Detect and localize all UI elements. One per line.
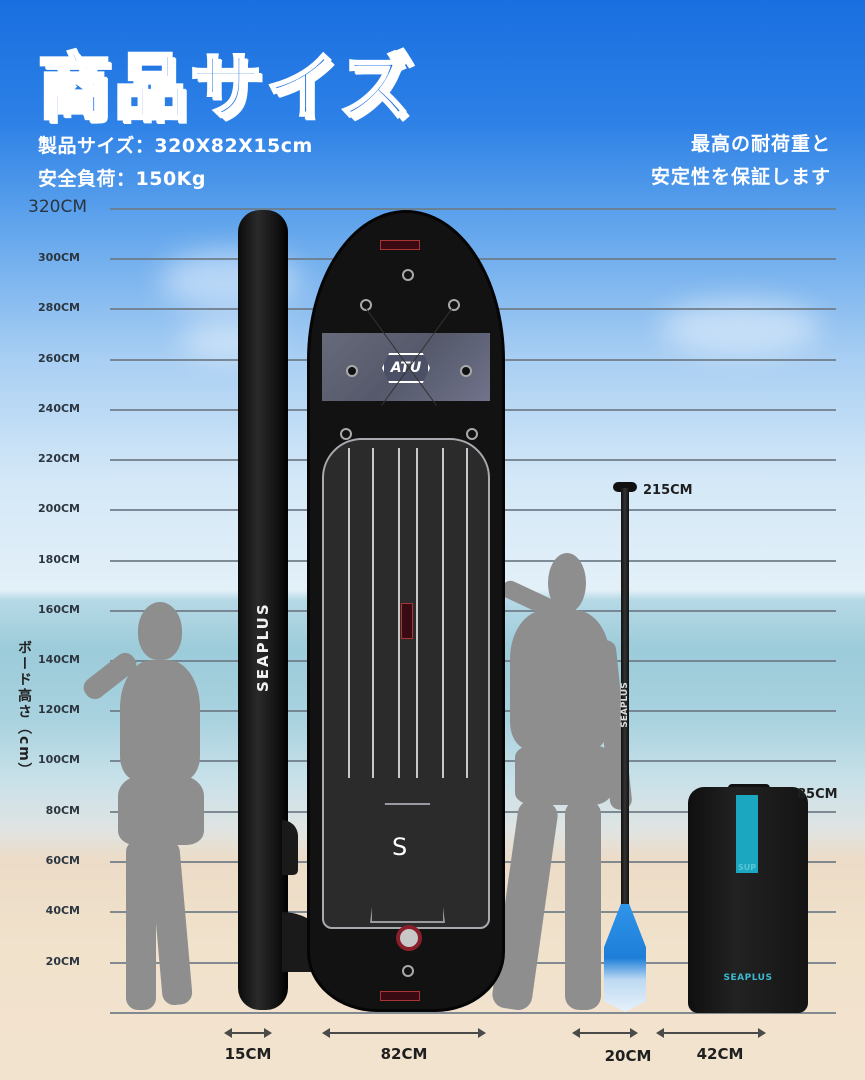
axis-title: ボード高さ（cm） <box>16 640 32 779</box>
tick-label: 40CM <box>45 904 80 917</box>
board-top-view: ATU S <box>307 210 505 1012</box>
tick-label: 200CM <box>38 502 80 515</box>
paddle-height-label: 215CM <box>643 483 693 498</box>
tail-handle-tag <box>380 991 420 1001</box>
tick-label: 300CM <box>38 251 80 264</box>
tick-label: 180CM <box>38 553 80 566</box>
board-side-view <box>238 210 288 1010</box>
paddle-brand: SEAPLUS <box>620 682 630 728</box>
tick-label: 120CM <box>38 703 80 716</box>
tick-label: 100CM <box>38 753 80 766</box>
tick-label: 140CM <box>38 653 80 666</box>
nose-handle-tag <box>380 240 420 250</box>
dring-icon <box>340 428 352 440</box>
board-width-label: 82CM <box>380 1045 428 1063</box>
product-size-text: 製品サイズ：320X82X15cm <box>38 135 313 157</box>
blade-width-arrow <box>572 1028 638 1038</box>
safe-load-text: 安全負荷：150Kg <box>38 168 206 190</box>
slogan-line-2: 安定性を保証します <box>650 166 831 188</box>
dring-icon <box>448 299 460 311</box>
tick-label: 240CM <box>38 402 80 415</box>
dring-icon <box>402 965 414 977</box>
paddle-grip <box>613 482 637 492</box>
slogan: 最高の耐荷重と 安定性を保証します <box>651 128 831 194</box>
thickness-label: 15CM <box>224 1045 272 1063</box>
deck-pad <box>322 438 490 929</box>
blade-width-label: 20CM <box>604 1047 652 1065</box>
tick-label: 280CM <box>38 301 80 314</box>
bag-badge: SUP <box>738 863 757 872</box>
thickness-arrow <box>224 1028 272 1038</box>
bag-width-label: 42CM <box>696 1045 744 1063</box>
tick-label: 160CM <box>38 603 80 616</box>
tick-label: 60CM <box>45 854 80 867</box>
valve-icon <box>396 925 422 951</box>
tick-label: 320CM <box>28 197 87 217</box>
gridline-0 <box>110 1012 836 1014</box>
bag-height-label: 85CM <box>797 787 838 802</box>
dring-icon <box>402 269 414 281</box>
side-fin-icon <box>282 820 298 875</box>
dring-icon <box>460 365 472 377</box>
carry-bag: SUP SEAPLUS <box>688 787 808 1013</box>
bag-width-arrow <box>656 1028 766 1038</box>
atu-logo: ATU <box>382 353 430 383</box>
paddle-shaft <box>621 488 629 908</box>
dring-icon <box>346 365 358 377</box>
tick-label: 220CM <box>38 452 80 465</box>
center-handle-tag <box>401 603 413 639</box>
gridline-320 <box>110 208 836 210</box>
bag-brand: SEAPLUS <box>723 973 773 983</box>
bag-stripe <box>736 795 758 873</box>
tick-label: 80CM <box>45 804 80 817</box>
tick-label: 20CM <box>45 955 80 968</box>
width-arrow <box>322 1028 486 1038</box>
dring-icon <box>466 428 478 440</box>
page-title: 商品サイズ <box>37 44 416 131</box>
slogan-line-1: 最高の耐荷重と <box>690 133 831 155</box>
board-side-brand: SEAPLUS <box>254 602 272 692</box>
tick-label: 260CM <box>38 352 80 365</box>
tail-logo: S <box>392 833 408 861</box>
